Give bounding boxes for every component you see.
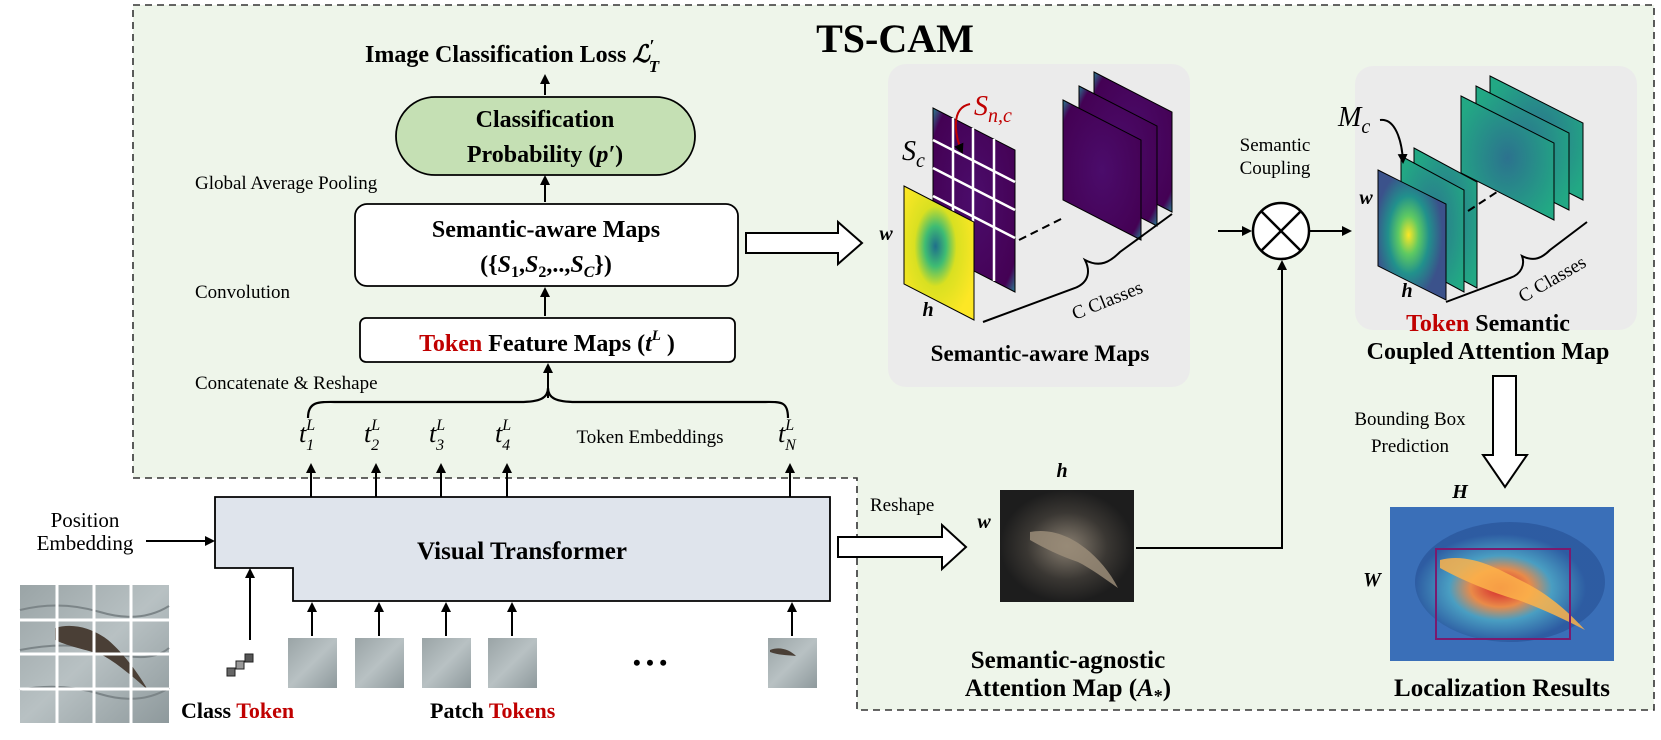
semantic-w-label: w — [879, 223, 893, 245]
class-token-label: Class Token — [181, 698, 294, 723]
token-brace — [306, 387, 790, 419]
localization-caption: Localization Results — [1394, 675, 1610, 702]
agnostic-attention-image — [1000, 490, 1134, 602]
arrow-agnostic-to-coupling — [1136, 260, 1287, 549]
hollow-arrow-to-maps — [745, 219, 864, 267]
semantic-maps-caption: Semantic-aware Maps — [931, 341, 1150, 366]
semantic-box-line1: Semantic-aware Maps — [432, 217, 660, 243]
patch-arrows — [307, 602, 797, 636]
diagram-title: TS-CAM — [816, 16, 974, 61]
localization-image — [1390, 507, 1614, 661]
hollow-arrow-reshape — [837, 522, 968, 572]
coupled-w-label: w — [1359, 187, 1373, 209]
localization-H-label: H — [1451, 481, 1469, 503]
coupled-h-label: h — [1401, 280, 1412, 302]
input-image — [19, 585, 170, 723]
loss-label: Image Classification Loss ℒ′T — [365, 36, 660, 76]
convolution-label: Convolution — [195, 282, 291, 303]
snc-label: Sn,c — [974, 91, 1012, 127]
agnostic-caption-line2: Attention Map (A*) — [965, 675, 1171, 706]
token-embeddings-label: Token Embeddings — [577, 427, 724, 448]
semantic-coupling-line1: Semantic — [1240, 135, 1311, 156]
localization-W-label: W — [1363, 569, 1382, 591]
bird-silhouette — [55, 625, 148, 690]
semantic-c-brace — [982, 213, 1173, 323]
semantic-box-line2: ({S1,S2,..,SC}) — [480, 252, 612, 281]
hollow-arrow-bbox — [1481, 375, 1529, 489]
sc-label: Sc — [902, 136, 925, 172]
reshape-label: Reshape — [870, 495, 934, 516]
agnostic-caption-line1: Semantic-agnostic — [971, 647, 1165, 674]
snc-pointer-arrow — [954, 103, 971, 154]
coupled-c-brace — [1445, 221, 1588, 303]
ellipsis: • • • — [633, 650, 667, 675]
predicted-bounding-box — [1435, 548, 1571, 640]
coupling-operator-icon — [1251, 201, 1311, 261]
token-arrows — [306, 463, 795, 497]
agnostic-w-label: w — [977, 511, 991, 533]
semantic-aware-maps-box — [354, 203, 739, 287]
gap-label: Global Average Pooling — [195, 173, 378, 194]
semantic-coupling-line2: Coupling — [1240, 158, 1311, 179]
classification-line1: Classification — [476, 107, 615, 133]
patch-tokens — [288, 638, 817, 688]
patch-tokens-label: Patch Tokens — [430, 698, 556, 723]
coupled-maps-stack — [1377, 75, 1584, 301]
position-embedding-line2: Embedding — [37, 531, 134, 555]
vit-label: Visual Transformer — [417, 538, 627, 565]
mc-pointer-arrow — [1379, 118, 1408, 164]
semantic-maps-stack — [903, 71, 1173, 321]
token-feature-maps-box — [359, 317, 736, 363]
token-feature-maps-label: Token Feature Maps (tL ) — [419, 328, 675, 357]
mc-label: Mc — [1337, 102, 1370, 138]
position-embedding-line1: Position — [51, 508, 120, 532]
coupled-caption-line2: Coupled Attention Map — [1367, 339, 1610, 365]
coupled-caption-line1: Token Semantic — [1406, 311, 1570, 337]
semantic-h-label: h — [922, 299, 933, 321]
agnostic-h-label: h — [1056, 460, 1067, 482]
class-token-icon — [226, 653, 254, 677]
visual-transformer-block — [214, 496, 831, 602]
bbox-label-line2: Prediction — [1371, 436, 1450, 457]
concat-label: Concatenate & Reshape — [195, 373, 378, 394]
classification-line2: Probability (p′) — [467, 142, 623, 168]
bbox-label-line1: Bounding Box — [1354, 409, 1466, 430]
